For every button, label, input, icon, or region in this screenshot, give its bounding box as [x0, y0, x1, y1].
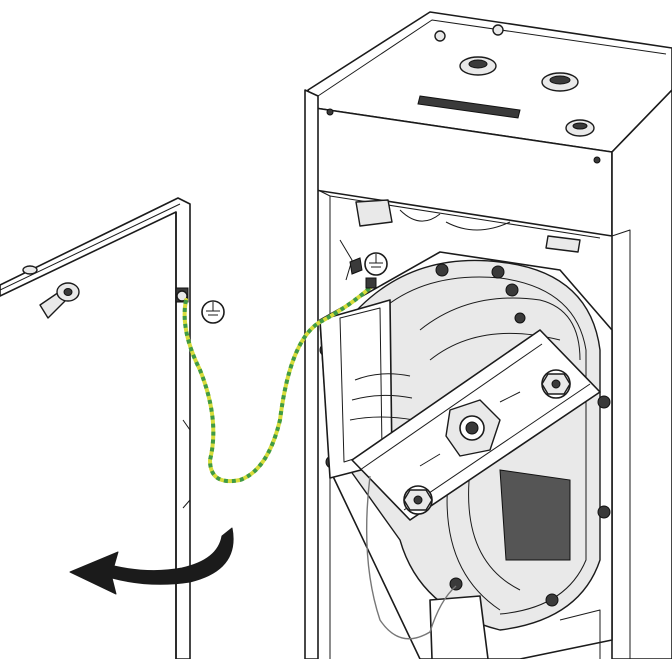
earth-ground-symbol-left — [201, 300, 225, 324]
door-latch — [39, 282, 80, 319]
open-direction-arrow — [69, 527, 234, 595]
ignition-lead — [365, 475, 457, 640]
earth-ground-symbol-right — [364, 252, 388, 276]
front-door-panel — [0, 197, 191, 660]
central-fitting — [419, 391, 521, 467]
boiler-casing — [304, 11, 672, 660]
burner-bracket — [351, 329, 601, 521]
upper-internals — [339, 199, 581, 281]
earth-wire — [182, 277, 377, 483]
